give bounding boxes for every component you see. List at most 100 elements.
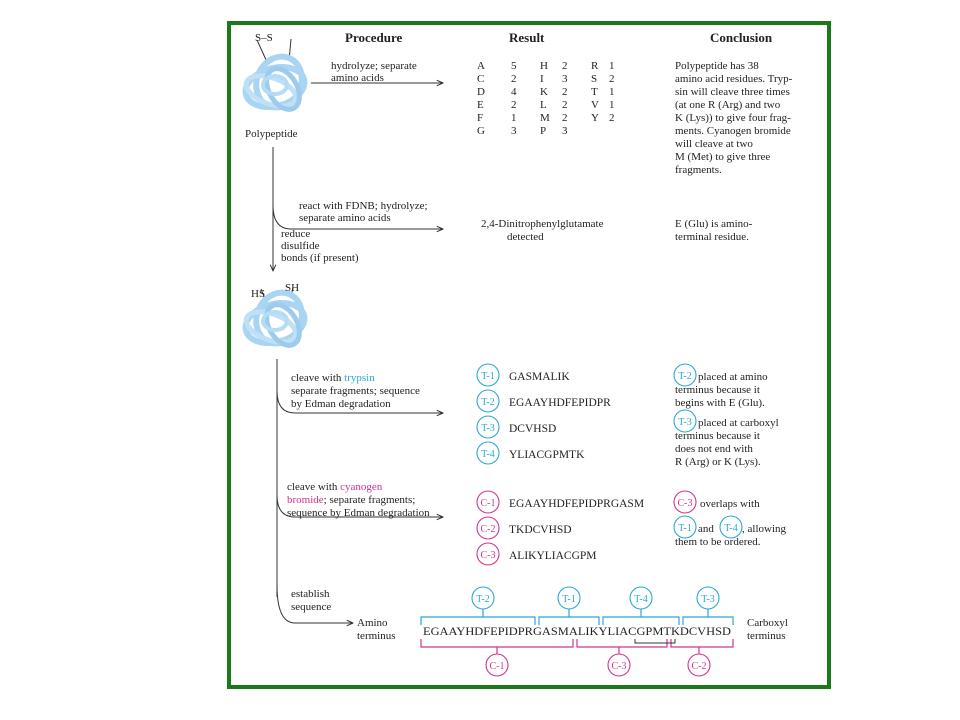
aa-cell: 2 xyxy=(609,112,615,124)
polypeptide-label: Polypeptide xyxy=(245,128,298,140)
cnbr-fragments: C-1 EGAAYHDFEPIDPRGASM C-2 TKDCVHSD C-3 … xyxy=(476,490,644,566)
reduced-polypeptide-icon xyxy=(242,286,308,348)
fragment-badge-label: T-1 xyxy=(562,594,576,605)
arrow-fdnb xyxy=(272,204,443,229)
step2-conclusion-line-1: E (Glu) is amino- xyxy=(675,218,753,230)
step1-conclusion: Polypeptide has 38 amino acid residues. … xyxy=(675,60,793,176)
svg-text:terminus because it: terminus because it xyxy=(675,430,760,442)
fragment-badge xyxy=(476,415,500,439)
fragment-badge xyxy=(557,586,581,610)
svg-text:fragments.: fragments. xyxy=(675,164,722,176)
aa-cell: F xyxy=(477,112,483,124)
fragment-badge-label: C-3 xyxy=(678,498,693,509)
fragment-badge xyxy=(476,389,500,413)
fragment-badge xyxy=(687,653,711,677)
svg-text:amino acid residues. Tryp-: amino acid residues. Tryp- xyxy=(675,73,793,85)
fragment-badge-label: C-1 xyxy=(481,498,496,509)
arrow-trypsin xyxy=(276,390,443,413)
step3-procedure-line-3: by Edman degradation xyxy=(291,398,391,410)
fragment-sequence: YLIACGPMTK xyxy=(509,449,585,461)
fragment-badge xyxy=(696,586,720,610)
step2-result-line-1: 2,4-Dinitrophenylglutamate xyxy=(481,218,604,230)
svg-text:and: and xyxy=(698,523,714,535)
aa-cell: 2 xyxy=(511,99,517,111)
aa-cell: G xyxy=(477,125,485,137)
fragment-badge xyxy=(471,586,495,610)
reduce-line-1: reduce xyxy=(281,228,310,240)
fragment-badge-label: T-3 xyxy=(701,594,715,605)
svg-text:R (Arg) or K (Lys).: R (Arg) or K (Lys). xyxy=(675,456,761,468)
bracket-t3 xyxy=(682,616,734,625)
aa-cell: 1 xyxy=(609,60,615,72)
fragment-sequence: GASMALIK xyxy=(509,371,570,383)
hs-label: HS xyxy=(251,288,265,300)
aa-cell: 2 xyxy=(562,99,568,111)
trypsin-brackets xyxy=(420,609,734,625)
fragment-badge xyxy=(673,409,697,433)
step3-procedure-line-2: separate fragments; sequence xyxy=(291,385,420,397)
svg-text:K (Lys)) to give four frag-: K (Lys)) to give four frag- xyxy=(675,112,791,124)
reduce-line-2: disulfide xyxy=(281,240,320,252)
step5-procedure-line-1: establish xyxy=(291,588,330,600)
svg-text:Polypeptide has 38: Polypeptide has 38 xyxy=(675,60,759,72)
fragment-badge xyxy=(476,363,500,387)
fragment-sequence: EGAAYHDFEPIDPR xyxy=(509,397,611,409)
fragment-badge-label: T-2 xyxy=(481,397,495,408)
cnbr-brackets xyxy=(420,639,734,655)
header-procedure: Procedure xyxy=(345,30,403,45)
aa-cell: I xyxy=(540,73,544,85)
aa-cell: E xyxy=(477,99,484,111)
fragment-badge-label: T-2 xyxy=(678,371,692,382)
svg-text:M (Met) to give three: M (Met) to give three xyxy=(675,151,770,163)
aa-cell: R xyxy=(591,60,599,72)
fragment-badge xyxy=(476,542,500,566)
svg-text:does not end with: does not end with xyxy=(675,443,753,455)
aa-cell: 2 xyxy=(562,112,568,124)
aa-cell: 3 xyxy=(562,125,568,137)
bracket-t1 xyxy=(538,616,600,625)
fragment-badge-label: T-1 xyxy=(481,371,495,382)
amino-acid-composition: A 5 H 2 R 1 C 2 I 3 S 2 D 4 K 2 T 1 E 2 … xyxy=(477,60,615,137)
aa-cell: M xyxy=(540,112,550,124)
aa-cell: T xyxy=(591,86,598,98)
fragment-badge xyxy=(485,653,509,677)
aa-cell: 4 xyxy=(511,86,517,98)
fragment-badge xyxy=(673,363,697,387)
step1-procedure-line-2: amino acids xyxy=(331,72,384,84)
aa-cell: A xyxy=(477,60,485,72)
step2-procedure-line-2: separate amino acids xyxy=(299,212,391,224)
aa-cell: 5 xyxy=(511,60,517,72)
step3-conclusion: T-2 placed at amino terminus because it … xyxy=(673,363,779,468)
aa-cell: D xyxy=(477,86,485,98)
fragment-badge xyxy=(476,490,500,514)
trypsin-fragments: T-1 GASMALIK T-2 EGAAYHDFEPIDPR T-3 DCVH… xyxy=(476,363,611,465)
fragment-badge-label: T-3 xyxy=(481,423,495,434)
fragment-badge xyxy=(476,516,500,540)
fragment-badge xyxy=(673,490,697,514)
fragment-badge-label: T-2 xyxy=(476,594,490,605)
fragment-badge xyxy=(673,515,697,539)
svg-text:sin will cleave three times: sin will cleave three times xyxy=(675,86,790,98)
amino-terminus-line-2: terminus xyxy=(357,630,396,642)
polypeptide-icon xyxy=(242,38,308,112)
aa-cell: 1 xyxy=(609,99,615,111)
svg-text:, allowing: , allowing xyxy=(742,523,786,535)
aa-cell: C xyxy=(477,73,484,85)
fragment-sequence: DCVHSD xyxy=(509,423,556,435)
step4-procedure-line-3: sequence by Edman degradation xyxy=(287,507,430,519)
aa-cell: K xyxy=(540,86,548,98)
aa-cell: 2 xyxy=(511,73,517,85)
fragment-badge-label: T-4 xyxy=(724,523,738,534)
step3-procedure-line-1: cleave with trypsin xyxy=(291,372,375,384)
step4-procedure-line-1: cleave with cyanogen xyxy=(287,481,383,493)
svg-text:will cleave at two: will cleave at two xyxy=(675,138,753,150)
aa-cell: 1 xyxy=(609,86,615,98)
step1-procedure-line-1: hydrolyze; separate xyxy=(331,60,417,72)
sequencing-diagram: Procedure Result Conclusion S–S Polypept… xyxy=(242,30,793,677)
disulfide-label: S–S xyxy=(255,32,273,44)
reduce-line-3: bonds (if present) xyxy=(281,252,359,264)
header-conclusion: Conclusion xyxy=(710,30,773,45)
step5-procedure-line-2: sequence xyxy=(291,601,331,613)
step2-result-line-2: detected xyxy=(507,231,544,243)
carboxyl-terminus-line-2: terminus xyxy=(747,630,786,642)
